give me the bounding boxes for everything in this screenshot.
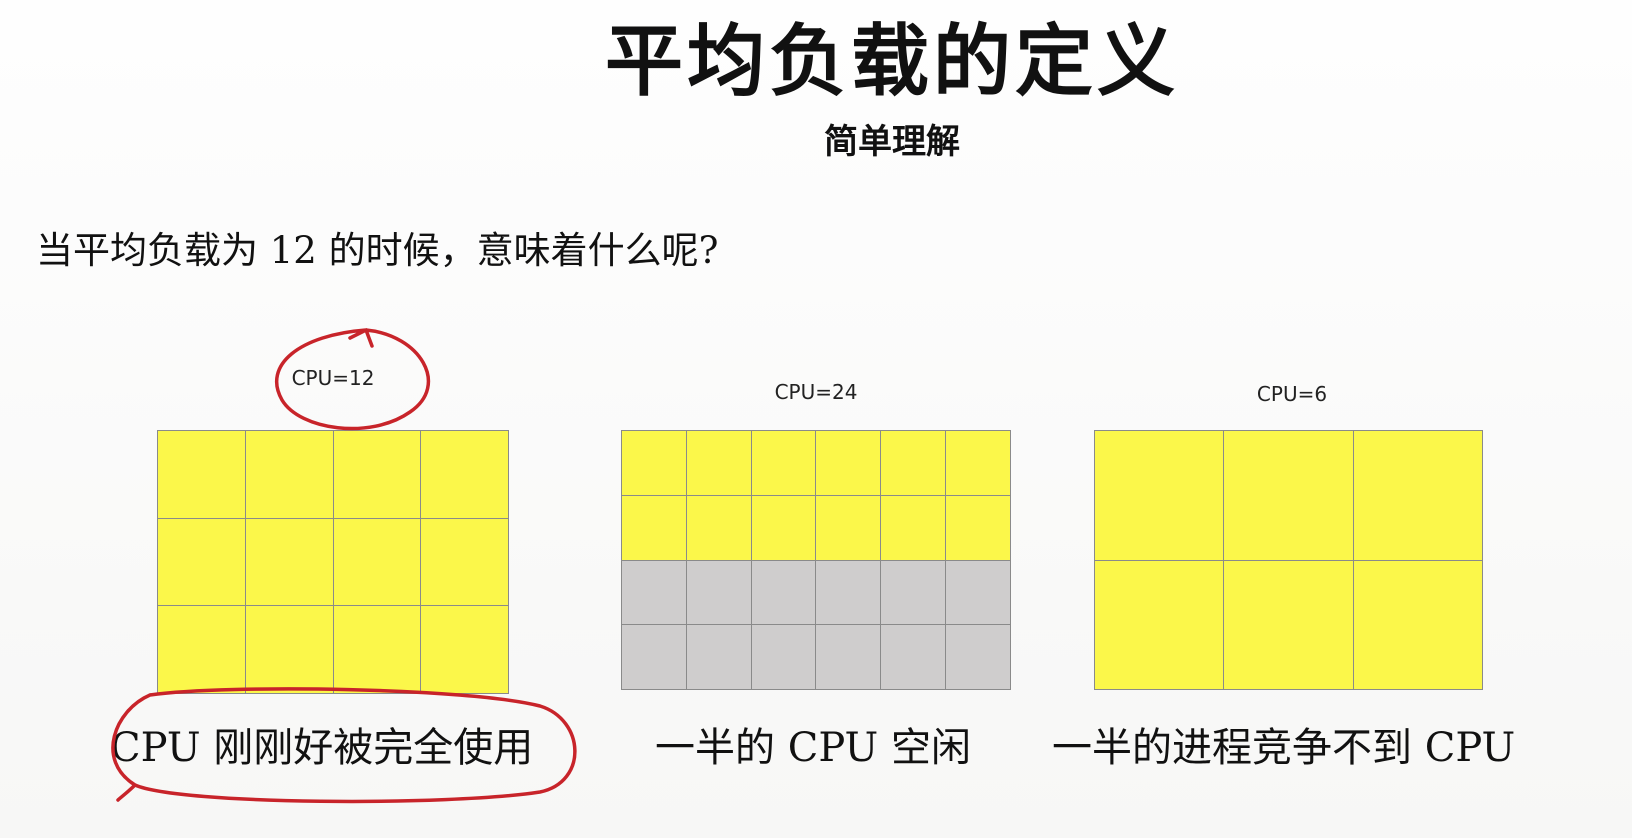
- busy-cpu-cell: [421, 518, 508, 606]
- busy-cpu-cell: [1353, 431, 1482, 560]
- busy-cpu-cell: [245, 606, 333, 693]
- idle-cpu-cell: [686, 625, 751, 689]
- busy-cpu-cell: [751, 495, 816, 560]
- caption-half-idle: 一半的 CPU 空闲: [655, 725, 971, 771]
- busy-cpu-cell: [751, 431, 816, 495]
- cpu-grid-24: [621, 430, 1011, 690]
- caption-full-use: CPU 刚刚好被完全使用: [110, 725, 534, 771]
- panel-label-cpu-12: CPU=12: [291, 366, 375, 390]
- busy-cpu-cell: [1095, 560, 1224, 689]
- idle-cpu-cell: [686, 560, 751, 625]
- busy-cpu-cell: [421, 606, 508, 693]
- busy-cpu-cell: [946, 495, 1010, 560]
- busy-cpu-cell: [1353, 560, 1482, 689]
- busy-cpu-cell: [333, 518, 421, 606]
- busy-cpu-cell: [245, 431, 333, 518]
- busy-cpu-cell: [333, 606, 421, 693]
- busy-cpu-cell: [1224, 431, 1353, 560]
- busy-cpu-cell: [158, 431, 245, 518]
- idle-cpu-cell: [881, 625, 946, 689]
- busy-cpu-cell: [816, 431, 881, 495]
- panel-label-cpu-24: CPU=24: [774, 380, 858, 404]
- slide-subtitle: 简单理解: [824, 122, 960, 162]
- cpu-grid-12: [157, 430, 509, 694]
- busy-cpu-cell: [686, 431, 751, 495]
- busy-cpu-cell: [1095, 431, 1224, 560]
- idle-cpu-cell: [751, 560, 816, 625]
- slide-title: 平均负载的定义: [604, 16, 1179, 107]
- idle-cpu-cell: [946, 560, 1010, 625]
- busy-cpu-cell: [158, 518, 245, 606]
- question-text: 当平均负载为 12 的时候，意味着什么呢?: [36, 229, 719, 272]
- idle-cpu-cell: [881, 560, 946, 625]
- idle-cpu-cell: [751, 625, 816, 689]
- busy-cpu-cell: [158, 606, 245, 693]
- panel-label-cpu-6: CPU=6: [1256, 382, 1328, 406]
- busy-cpu-cell: [816, 495, 881, 560]
- busy-cpu-cell: [245, 518, 333, 606]
- busy-cpu-cell: [946, 431, 1010, 495]
- idle-cpu-cell: [946, 625, 1010, 689]
- idle-cpu-cell: [816, 625, 881, 689]
- busy-cpu-cell: [622, 495, 686, 560]
- idle-cpu-cell: [622, 625, 686, 689]
- idle-cpu-cell: [622, 560, 686, 625]
- busy-cpu-cell: [333, 431, 421, 518]
- busy-cpu-cell: [622, 431, 686, 495]
- busy-cpu-cell: [421, 431, 508, 518]
- cpu-grid-6: [1094, 430, 1483, 690]
- busy-cpu-cell: [881, 495, 946, 560]
- busy-cpu-cell: [686, 495, 751, 560]
- busy-cpu-cell: [881, 431, 946, 495]
- idle-cpu-cell: [816, 560, 881, 625]
- caption-half-waiting: 一半的进程竞争不到 CPU: [1052, 725, 1516, 771]
- busy-cpu-cell: [1224, 560, 1353, 689]
